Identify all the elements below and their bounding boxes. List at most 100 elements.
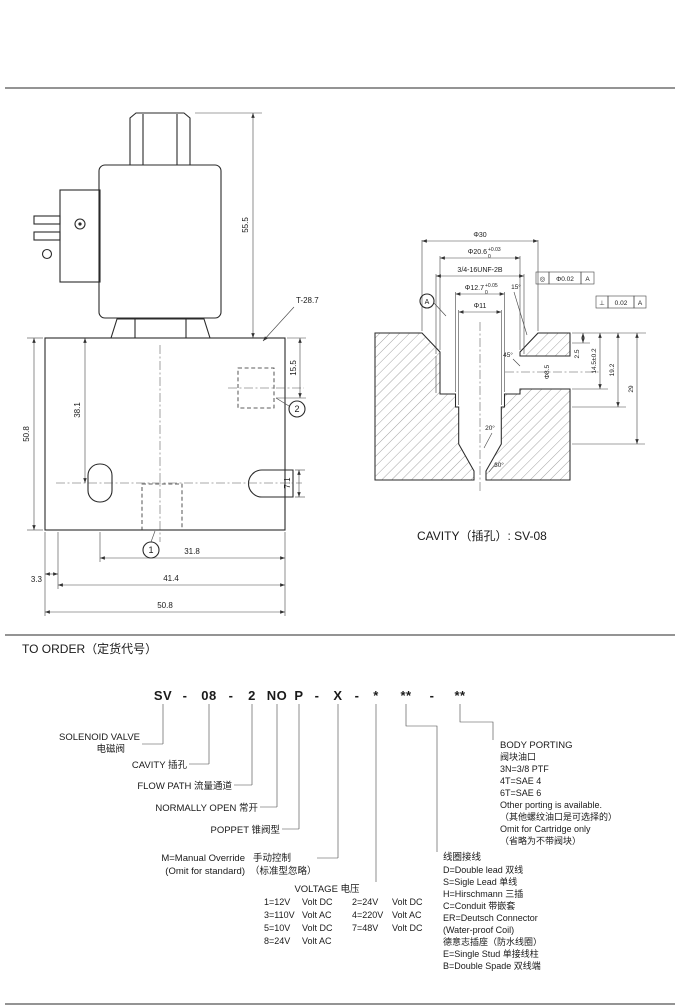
porting-line: Other porting is available. xyxy=(500,800,602,810)
coil-title: 线圈接线 xyxy=(443,851,482,863)
porting-line: 4T=SAE 4 xyxy=(500,776,541,786)
dim-381: 38.1 xyxy=(73,402,82,418)
label-manual-cn2: （标准型忽略） xyxy=(250,865,317,877)
porting-line: （省略为不带阀块） xyxy=(500,835,581,846)
dim-d206: Φ20.6 xyxy=(468,249,487,256)
hidden-stem xyxy=(141,483,183,531)
dim-d11: Φ11 xyxy=(474,303,487,310)
gdt1-tolerance: Φ0.02 xyxy=(556,276,574,283)
valve-dimensions: 55.5 T-28.7 15.5 38.1 50.8 7.1 31.8 xyxy=(22,112,319,616)
dim-33: 3.3 xyxy=(31,575,43,584)
cavity-angles: 15° 45° 20° 30° Φ8.5 xyxy=(483,283,551,473)
hidden-port xyxy=(237,367,275,409)
voltage-cell: 2=24V xyxy=(352,897,378,907)
code-sv: SV xyxy=(154,688,172,703)
valve-body xyxy=(44,337,286,531)
label-normally-open: NORMALLY OPEN 常开 xyxy=(155,802,258,814)
dim-414: 41.4 xyxy=(163,574,179,583)
code-dash-4: - xyxy=(355,688,360,703)
voltage-cell: 1=12V xyxy=(264,897,290,907)
cavity-drawing: Φ30 Φ20.6 +0.03 0 3/4-16UNF-2B Φ12.7 +0.… xyxy=(374,232,647,543)
depth-192: 19.2 xyxy=(609,363,616,376)
din-connector xyxy=(33,189,101,283)
voltage-cell: 3=110V xyxy=(264,910,295,920)
order-left-labels: SOLENOID VALVE 电磁阀 CAVITY 插孔 FLOW PATH 流… xyxy=(59,732,316,877)
gdt1-datum: A xyxy=(585,276,590,283)
voltage-cell: Volt AC xyxy=(392,910,422,920)
page-borders xyxy=(5,87,675,1005)
voltage-cell: Volt DC xyxy=(392,923,423,933)
order-section: TO ORDER（定货代号） SV - 08 - 2 NO P - X - * … xyxy=(22,641,617,971)
voltage-cell: Volt DC xyxy=(392,897,423,907)
coil-option: S=Sigle Lead 单线 xyxy=(443,876,517,887)
label-manual-en: M=Manual Override xyxy=(161,853,245,864)
cavity-block-corner xyxy=(519,332,571,357)
cavity-block-left xyxy=(374,332,475,481)
balloon-1: 1 xyxy=(142,530,160,559)
dim-71: 7.1 xyxy=(283,477,292,489)
valve-top-cap xyxy=(129,112,191,165)
code-dash-2: - xyxy=(229,688,234,703)
voltage-title: VOLTAGE 电压 xyxy=(294,883,360,895)
cavity-ext-lines xyxy=(421,240,539,405)
dim-body-height: 50.8 xyxy=(22,426,31,442)
dim-318: 31.8 xyxy=(184,547,200,556)
gdt1-symbol: ◎ xyxy=(540,276,546,283)
datum-a-label: A xyxy=(425,299,430,306)
code-08: 08 xyxy=(201,688,216,703)
angle-30: 30° xyxy=(494,461,504,469)
depth-29: 29 xyxy=(628,385,635,393)
code-star-1: * xyxy=(373,688,379,703)
label-flow-path: FLOW PATH 流量通道 xyxy=(137,780,232,792)
dim-d206-tol-up: +0.03 xyxy=(488,247,501,253)
label-manual-cn: 手动控制 xyxy=(253,852,291,864)
dim-d206-tol-dn: 0 xyxy=(488,254,491,260)
code-star-3: ** xyxy=(454,688,466,703)
voltage-cell: 7=48V xyxy=(352,923,378,933)
dim-port-depth: 15.5 xyxy=(289,360,298,376)
voltage-cell: Volt DC xyxy=(302,897,333,907)
label-solenoid-cn: 电磁阀 xyxy=(96,743,125,755)
porting-line: Omit for Cartridge only xyxy=(500,824,591,834)
label-manual-en2: (Omit for standard) xyxy=(165,866,245,877)
coil-option: C=Conduit 带嵌套 xyxy=(443,900,515,911)
code-dash-3: - xyxy=(315,688,320,703)
coil-wiring-block: 线圈接线 D=Double lead 双线 S=Sigle Lead 单线 H=… xyxy=(443,851,542,971)
coil-option: E=Single Stud 单接线柱 xyxy=(443,948,539,959)
porting-line: 6T=SAE 6 xyxy=(500,788,541,798)
coil-option: B=Double Spade 双线端 xyxy=(443,960,541,971)
code-dash-1: - xyxy=(183,688,188,703)
order-code: SV - 08 - 2 NO P - X - * ** - ** xyxy=(154,688,466,703)
balloon-1-label: 1 xyxy=(148,545,153,555)
code-dash-5: - xyxy=(430,688,435,703)
balloon-2-label: 2 xyxy=(294,404,299,414)
porting-line: BODY PORTING xyxy=(500,740,573,751)
angle-15: 15° xyxy=(511,283,521,291)
order-title: TO ORDER（定货代号） xyxy=(22,641,157,656)
dim-hex: T-28.7 xyxy=(296,296,319,305)
coil-option: 德意志插座（防水线圈） xyxy=(443,936,542,947)
label-solenoid-en: SOLENOID VALVE xyxy=(59,732,140,743)
balloon-2: 2 xyxy=(275,397,306,418)
gdt-frame-concentricity: ◎ Φ0.02 A xyxy=(535,271,595,285)
dim-d127: Φ12.7 xyxy=(465,285,484,292)
voltage-cell: Volt AC xyxy=(302,936,332,946)
dim-d30: Φ30 xyxy=(473,232,486,239)
label-poppet: POPPET 锥阀型 xyxy=(210,824,280,836)
dim-d127-tol-dn: 0 xyxy=(485,290,488,296)
dim-d127-tol-up: +0.05 xyxy=(485,283,498,289)
cavity-title: CAVITY（插孔）: SV-08 xyxy=(417,529,547,543)
code-star-2: ** xyxy=(400,688,412,703)
angle-20: 20° xyxy=(485,424,495,432)
gdt2-symbol: ⊥ xyxy=(599,300,605,307)
code-2: 2 xyxy=(248,688,256,703)
depth-145: 14.5±0.2 xyxy=(591,348,598,374)
side-boss xyxy=(247,469,294,498)
label-cavity: CAVITY 插孔 xyxy=(132,759,188,771)
coil-option: ER=Deutsch Connector xyxy=(443,913,538,923)
body-porting-block: BODY PORTING 阀块油口 3N=3/8 PTF 4T=SAE 4 6T… xyxy=(500,740,617,846)
valve-drawing: 1 2 55.5 T-28.7 15.5 38.1 50.8 xyxy=(22,112,319,616)
gdt2-tolerance: 0.02 xyxy=(615,300,628,307)
